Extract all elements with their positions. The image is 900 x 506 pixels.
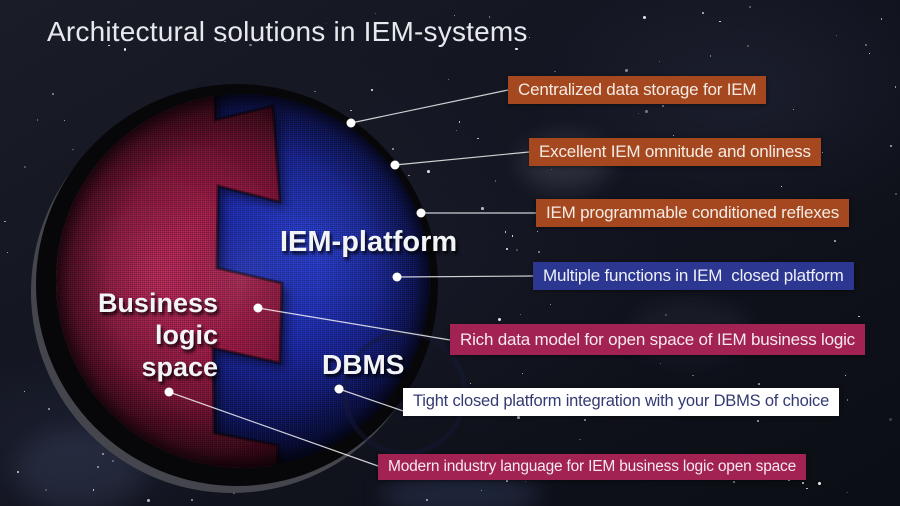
- dbms-label: DBMS: [322, 349, 405, 380]
- callout-centralized-data-storage: Centralized data storage for IEM: [508, 76, 767, 104]
- page-title: Architectural solutions in IEM-systems: [47, 16, 528, 47]
- callout-connectors: [168, 89, 536, 467]
- callout-connector-line: [394, 151, 530, 166]
- business-logic-label-line2: space: [141, 352, 218, 382]
- callout-anchor-dot: [346, 118, 356, 128]
- callout-connector-line: [168, 391, 379, 467]
- callout-connector-line: [350, 89, 509, 124]
- callout-iem-omnitude: Excellent IEM omnitude and onliness: [529, 138, 821, 166]
- callout-anchor-dot: [253, 303, 263, 313]
- callout-conditioned-reflexes: IEM programmable conditioned reflexes: [536, 199, 850, 227]
- callout-anchor-dot: [392, 272, 402, 282]
- callout-modern-language: Modern industry language for IEM busines…: [378, 454, 807, 480]
- sphere-vignette: [56, 94, 430, 468]
- callout-anchor-dot: [416, 208, 426, 218]
- callout-dbms-integration: Tight closed platform integration with y…: [403, 388, 840, 416]
- business-logic-label: Business logic space: [28, 287, 218, 383]
- callout-anchors: [164, 118, 426, 397]
- callout-connector-line: [338, 388, 413, 415]
- platform-label: IEM-platform: [280, 226, 458, 258]
- callout-anchor-dot: [164, 387, 174, 397]
- callout-multiple-functions: Multiple functions in IEM closed platfor…: [533, 262, 854, 290]
- callout-connector-line: [257, 307, 451, 341]
- callout-rich-data-model: Rich data model for open space of IEM bu…: [450, 324, 865, 355]
- callout-connector-line: [396, 275, 534, 278]
- callout-anchor-dot: [390, 160, 400, 170]
- callout-anchor-dot: [334, 384, 344, 394]
- business-logic-label-line1: Business logic: [97, 288, 218, 350]
